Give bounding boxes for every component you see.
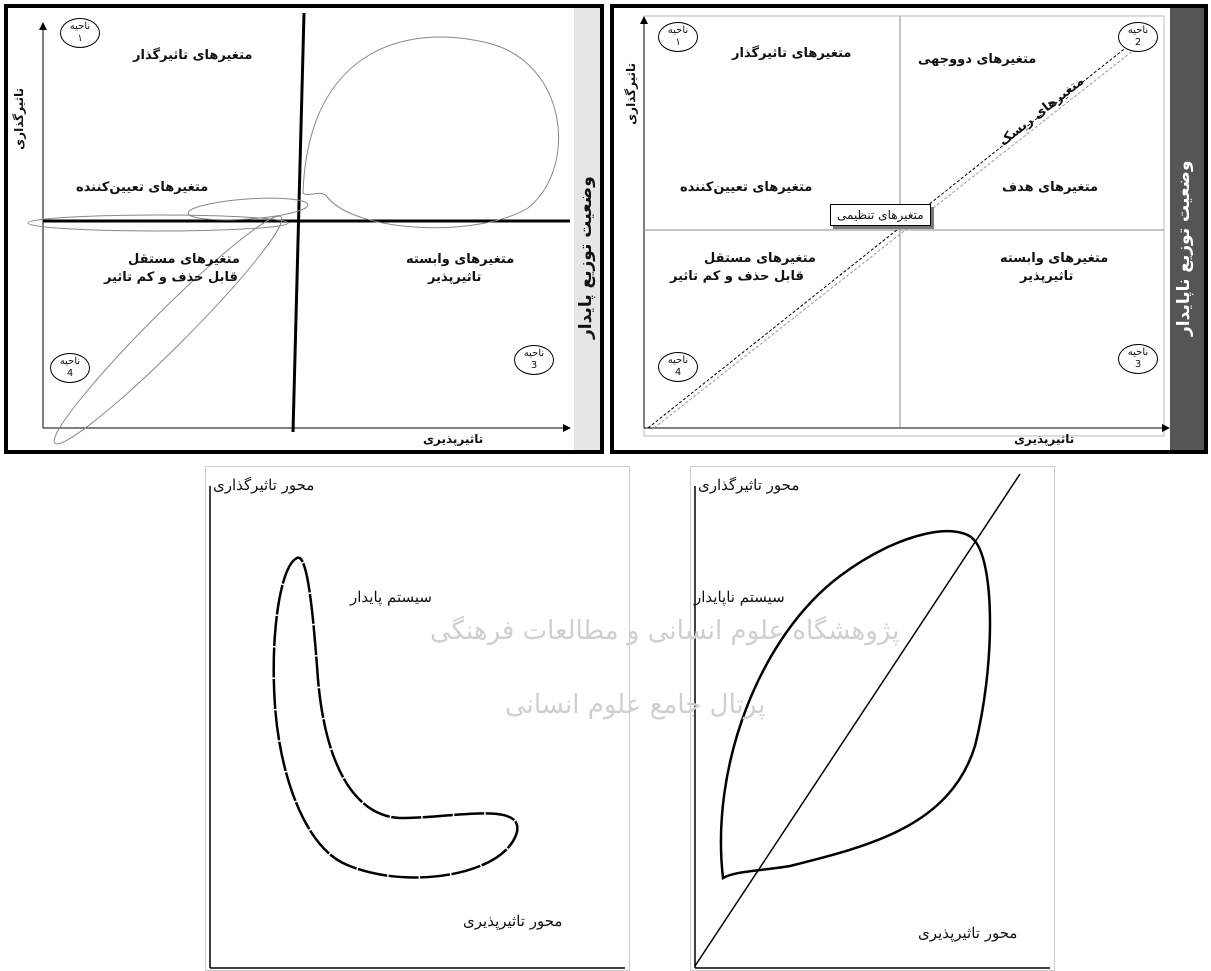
regulatory-variables-box: متغیرهای تنظیمی (830, 204, 931, 226)
risk-diagonal-shadow (653, 41, 1145, 429)
watermark-line-2: پرتال جامع علوم انسانی (505, 690, 766, 720)
upper-right-blob (302, 36, 559, 229)
determinant-variables-label: متغیرهای تعیین‌کننده (76, 180, 209, 195)
y-axis-arrow (39, 22, 47, 30)
dual-variables-label: متغیرهای دووجهی (918, 52, 1037, 67)
independent-variables-label: متغیرهای مستقل (128, 252, 240, 267)
independent-variables-sublabel: قابل حذف و کم تاثیر (670, 269, 804, 284)
stable-panel-graphics (27, 8, 600, 450)
stable-side-bar-label: وضعیت توزیع پایدار (576, 176, 596, 340)
independent-variables-sublabel: قابل حذف و کم تاثیر (104, 270, 238, 285)
dependent-variables-sublabel: تاثیرپذیر (1020, 269, 1074, 284)
dependent-variables-label: متغیرهای وابسته (406, 252, 515, 267)
stable-system-curve (272, 556, 519, 879)
diagonal-ellipse (53, 215, 283, 445)
y-axis-arrow (640, 16, 648, 24)
stable-system-panel: محور تاثیرگذاری سیستم پایدار محور تاثیرپ… (205, 466, 630, 971)
unstable-x-axis-title: محور تاثیرپذیری (918, 924, 1018, 942)
stable-y-axis-title: محور تاثیرگذاری (213, 476, 315, 494)
unstable-x-axis-label: تاثیرپذیری (1014, 432, 1075, 446)
stable-x-axis-title: محور تاثیرپذیری (463, 912, 563, 930)
unstable-y-axis-title: محور تاثیرگذاری (698, 476, 800, 494)
stable-distribution-panel: تاثیرگذاری تاثیرپذیری وضعیت توزیع پایدار… (4, 4, 604, 454)
stable-x-axis-label: تاثیرپذیری (423, 432, 484, 446)
dependent-variables-sublabel: تاثیرپذیر (428, 270, 482, 285)
unstable-system-label: سیستم ناپایدار (694, 588, 785, 606)
unstable-panel-graphics (640, 8, 1204, 450)
influential-variables-label: متغیرهای تاثیرگذار (732, 46, 852, 61)
horizontal-ellipse (27, 214, 289, 232)
x-axis-arrow (1162, 424, 1170, 432)
determinant-variables-label: متغیرهای تعیین‌کننده (680, 180, 813, 195)
center-ellipse (187, 197, 309, 221)
unstable-y-axis-label: تاثیرگذاری (624, 63, 638, 125)
stable-y-axis-label: تاثیرگذاری (12, 88, 26, 150)
unstable-distribution-panel: تاثیرگذاری تاثیرپذیری وضعیت توزیع ناپاید… (610, 4, 1208, 454)
vertical-divider (291, 12, 306, 433)
unstable-side-bar-bg (1170, 8, 1204, 450)
unstable-side-bar-label: وضعیت توزیع ناپایدار (1174, 160, 1194, 336)
diagonal-line (694, 473, 1021, 967)
stable-system-label: سیستم پایدار (350, 588, 432, 606)
unstable-system-curve (719, 529, 992, 881)
target-variables-label: متغیرهای هدف (1002, 180, 1099, 195)
independent-variables-label: متغیرهای مستقل (704, 251, 816, 266)
risk-diagonal (647, 37, 1139, 429)
dependent-variables-label: متغیرهای وابسته (1000, 251, 1109, 266)
stable-side-bar-bg (574, 8, 600, 450)
influential-variables-label: متغیرهای تاثیرگذار (133, 48, 253, 63)
watermark-line-1: پژوهشگاه علوم انسانی و مطالعات فرهنگی (430, 616, 900, 646)
x-axis-arrow (563, 424, 571, 432)
